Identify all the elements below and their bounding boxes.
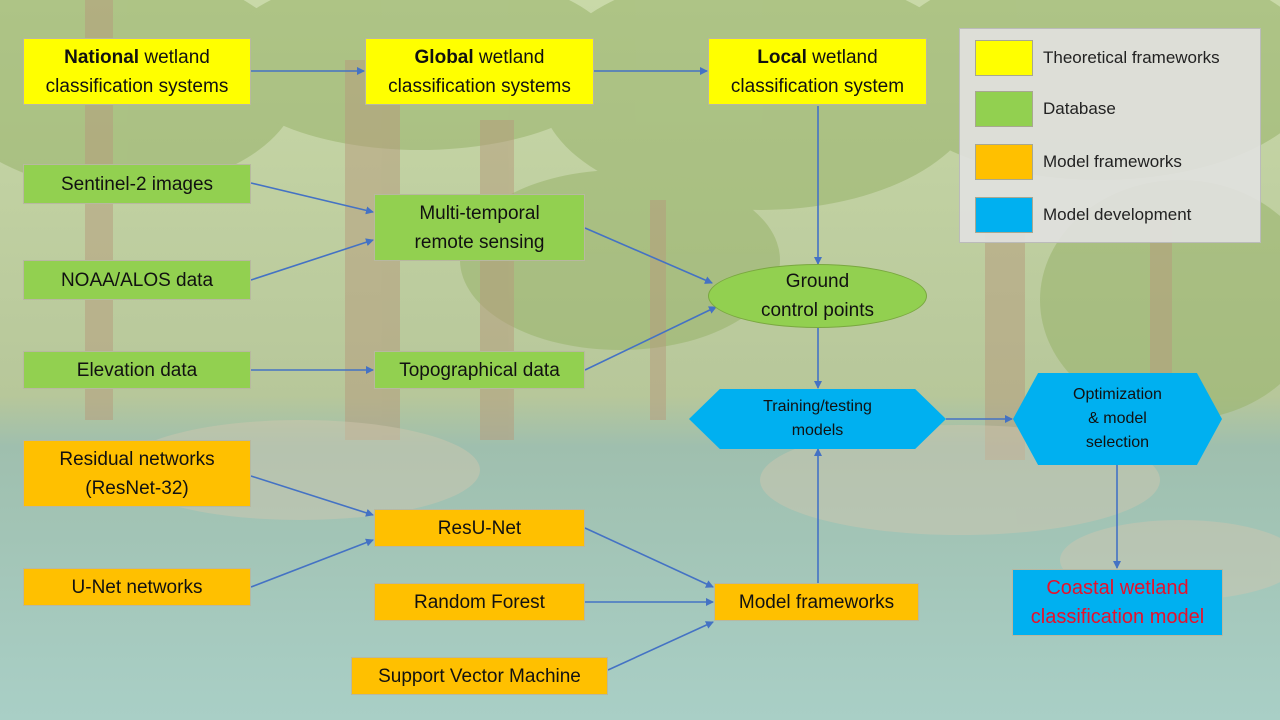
local-label-line2: classification system — [730, 75, 905, 97]
local-bold-label: Local — [757, 46, 807, 68]
global-wetland-classification-node: Global wetland classification systems — [365, 38, 594, 105]
elevation-data-label: Elevation data — [76, 359, 198, 381]
gcp-line1: Ground — [785, 271, 850, 292]
global-label-rest: wetland — [473, 46, 545, 68]
u-net-networks-label: U-Net networks — [71, 576, 203, 598]
residual-networks-node: Residual networks (ResNet-32) — [23, 440, 251, 507]
national-bold-label: National — [64, 46, 140, 68]
model-frameworks-node: Model frameworks — [714, 583, 919, 621]
arrow-residual-resunet — [250, 475, 374, 517]
multi-temporal-line2: remote sensing — [414, 231, 545, 253]
multi-temporal-line1: Multi-temporal — [419, 202, 540, 224]
legend: Theoretical frameworks Database Model fr… — [959, 28, 1261, 243]
training-line1: Training/testing — [763, 398, 872, 415]
arrow-unet-resunet — [250, 538, 374, 588]
global-label-line2: classification systems — [388, 75, 571, 97]
sentinel-2-label: Sentinel-2 images — [60, 173, 214, 195]
national-wetland-classification-node: National wetland classification systems — [23, 38, 251, 105]
optimization-model-selection-node: Optimization & model selection — [1013, 373, 1222, 465]
sentinel-2-node: Sentinel-2 images — [23, 164, 251, 204]
training-line2: models — [791, 422, 844, 439]
local-label-rest: wetland — [806, 46, 878, 68]
optimization-line2: & model — [1088, 410, 1147, 427]
support-vector-machine-label: Support Vector Machine — [378, 665, 581, 687]
global-bold-label: Global — [414, 46, 474, 68]
legend-item-model-development: Model development — [975, 197, 1191, 233]
legend-label: Model frameworks — [1043, 152, 1182, 171]
optimization-line1: Optimization — [1073, 386, 1162, 403]
legend-item-database: Database — [975, 91, 1116, 127]
optimization-line3: selection — [1085, 434, 1150, 451]
coastal-line1: Coastal wetland — [1046, 576, 1189, 599]
resu-net-label: ResU-Net — [437, 517, 522, 539]
coastal-line2: classification model — [1030, 605, 1205, 628]
legend-swatch-green — [975, 91, 1033, 127]
multi-temporal-remote-sensing-node: Multi-temporal remote sensing — [374, 194, 585, 261]
legend-label: Database — [1043, 99, 1116, 118]
topographical-data-label: Topographical data — [399, 359, 560, 381]
local-wetland-classification-node: Local wetland classification system — [708, 38, 927, 105]
coastal-wetland-classification-model-node: Coastal wetland classification model — [1012, 569, 1223, 636]
resu-net-node: ResU-Net — [374, 509, 585, 547]
noaa-alos-node: NOAA/ALOS data — [23, 260, 251, 300]
national-label-line2: classification systems — [45, 75, 229, 97]
topographical-data-node: Topographical data — [374, 351, 585, 389]
legend-swatch-orange — [975, 144, 1033, 180]
noaa-alos-label: NOAA/ALOS data — [60, 269, 214, 291]
ground-control-points-node: Ground control points — [708, 264, 927, 328]
model-frameworks-label: Model frameworks — [738, 591, 895, 613]
u-net-networks-node: U-Net networks — [23, 568, 251, 606]
arrow-sentinel-multitemporal — [250, 182, 374, 215]
gcp-line2: control points — [760, 300, 874, 321]
support-vector-machine-node: Support Vector Machine — [351, 657, 608, 695]
residual-networks-line1: Residual networks — [59, 448, 215, 470]
arrow-resunet-modelframeworks — [584, 527, 714, 588]
random-forest-node: Random Forest — [374, 583, 585, 621]
training-testing-models-node: Training/testing models — [689, 389, 946, 449]
arrow-topo-gcp — [584, 306, 717, 371]
legend-swatch-blue — [975, 197, 1033, 233]
legend-label: Theoretical frameworks — [1043, 48, 1220, 67]
arrow-multitemporal-gcp — [584, 227, 713, 284]
arrow-svm-modelframeworks — [607, 621, 714, 671]
legend-item-model-frameworks: Model frameworks — [975, 144, 1182, 180]
legend-label: Model development — [1043, 205, 1192, 224]
elevation-data-node: Elevation data — [23, 351, 251, 389]
arrow-noaa-multitemporal — [250, 238, 374, 281]
legend-item-theoretical: Theoretical frameworks — [975, 40, 1220, 76]
random-forest-label: Random Forest — [414, 591, 545, 613]
national-label-rest: wetland — [139, 46, 210, 68]
legend-swatch-yellow — [975, 40, 1033, 76]
residual-networks-line2: (ResNet-32) — [85, 477, 189, 499]
